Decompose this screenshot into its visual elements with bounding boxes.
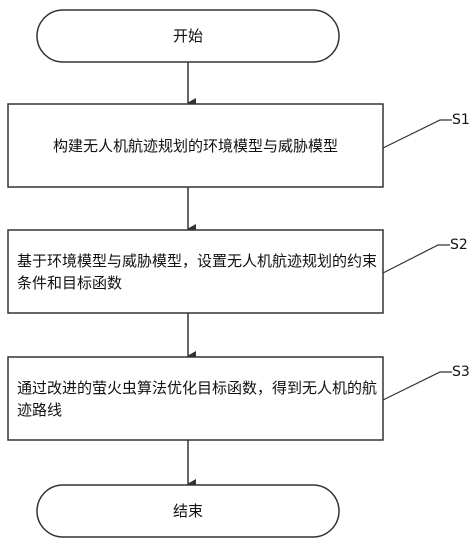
- step-s3-label: S3: [452, 364, 470, 380]
- step-s1-box: [7, 103, 384, 188]
- step-s2-text: 基于环境模型与威胁模型，设置无人机航迹规划的约束条件和目标函数: [17, 252, 378, 292]
- step-s2-leader: [382, 244, 450, 274]
- step-s3-box: [7, 356, 384, 441]
- step-s3-text: 通过改进的萤火虫算法优化目标函数，得到无人机的航迹路线: [17, 379, 378, 419]
- step-s1-label: S1: [452, 112, 470, 128]
- start-label: 开始: [172, 27, 203, 45]
- step-s1-text: 构建无人机航迹规划的环境模型与威胁模型: [52, 137, 338, 155]
- step-s2-label: S2: [450, 237, 468, 253]
- end-terminal: [36, 484, 340, 538]
- step-s2-box: [7, 229, 384, 314]
- end-label: 结束: [172, 502, 203, 520]
- step-s3-leader: [382, 371, 452, 401]
- step-s1-leader: [382, 119, 452, 149]
